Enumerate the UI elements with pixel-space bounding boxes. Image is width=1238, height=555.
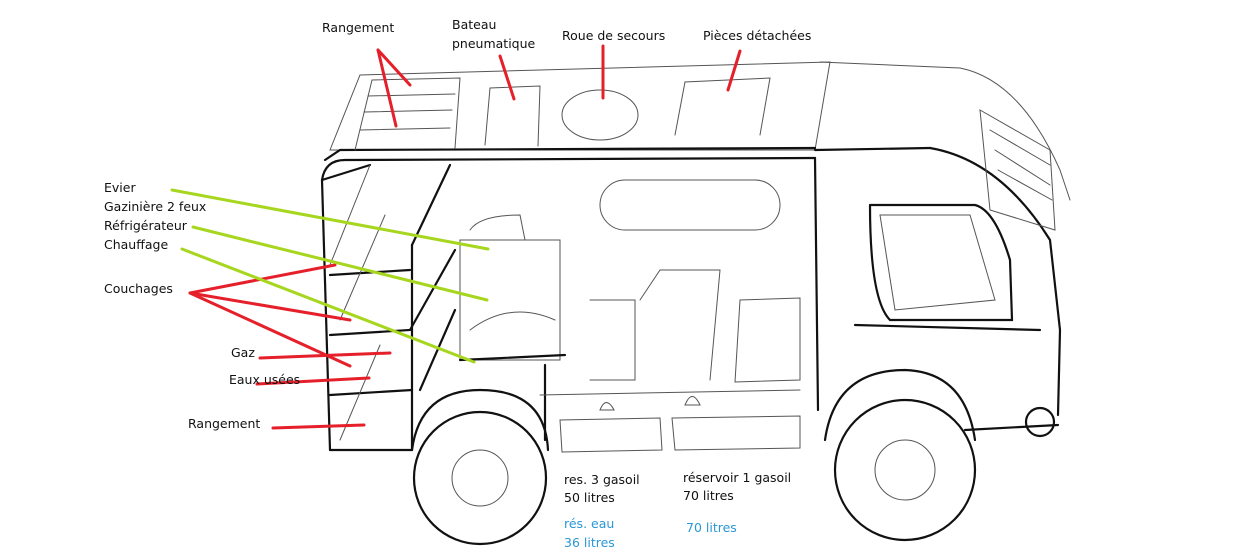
label-sink: Evier (104, 180, 136, 195)
label-spare-parts: Pièces détachées (703, 28, 812, 43)
label-water-tank2-volume: 70 litres (686, 520, 737, 535)
label-stove: Gazinière 2 feux (104, 199, 207, 214)
fuel-tanks (559, 415, 801, 453)
camper-body (320, 156, 820, 452)
label-beds: Couchages (104, 281, 173, 296)
wheels (410, 368, 977, 546)
label-waste-water: Eaux usées (229, 372, 301, 387)
red-pointers (188, 44, 742, 430)
label-spare-wheel: Roue de secours (562, 28, 666, 43)
label-storage: Rangement (188, 416, 261, 431)
label-tank1-name: réservoir 1 gasoil (683, 470, 792, 485)
label-fridge: Réfrigérateur (104, 218, 187, 233)
label-gas: Gaz (231, 345, 255, 360)
cab (813, 61, 1071, 438)
label-tank1-volume: 70 litres (683, 488, 734, 503)
label-tank3-name: res. 3 gasoil (564, 472, 640, 487)
label-boat-line2: pneumatique (452, 36, 536, 51)
label-boat-line1: Bateau (452, 17, 497, 32)
green-pointers (170, 188, 490, 364)
label-tank3-volume: 50 litres (564, 490, 615, 505)
label-water-tank-name: rés. eau (564, 516, 615, 531)
label-water-tank-volume: 36 litres (564, 535, 615, 550)
label-roof-storage: Rangement (322, 20, 395, 35)
label-heating: Chauffage (104, 237, 169, 252)
